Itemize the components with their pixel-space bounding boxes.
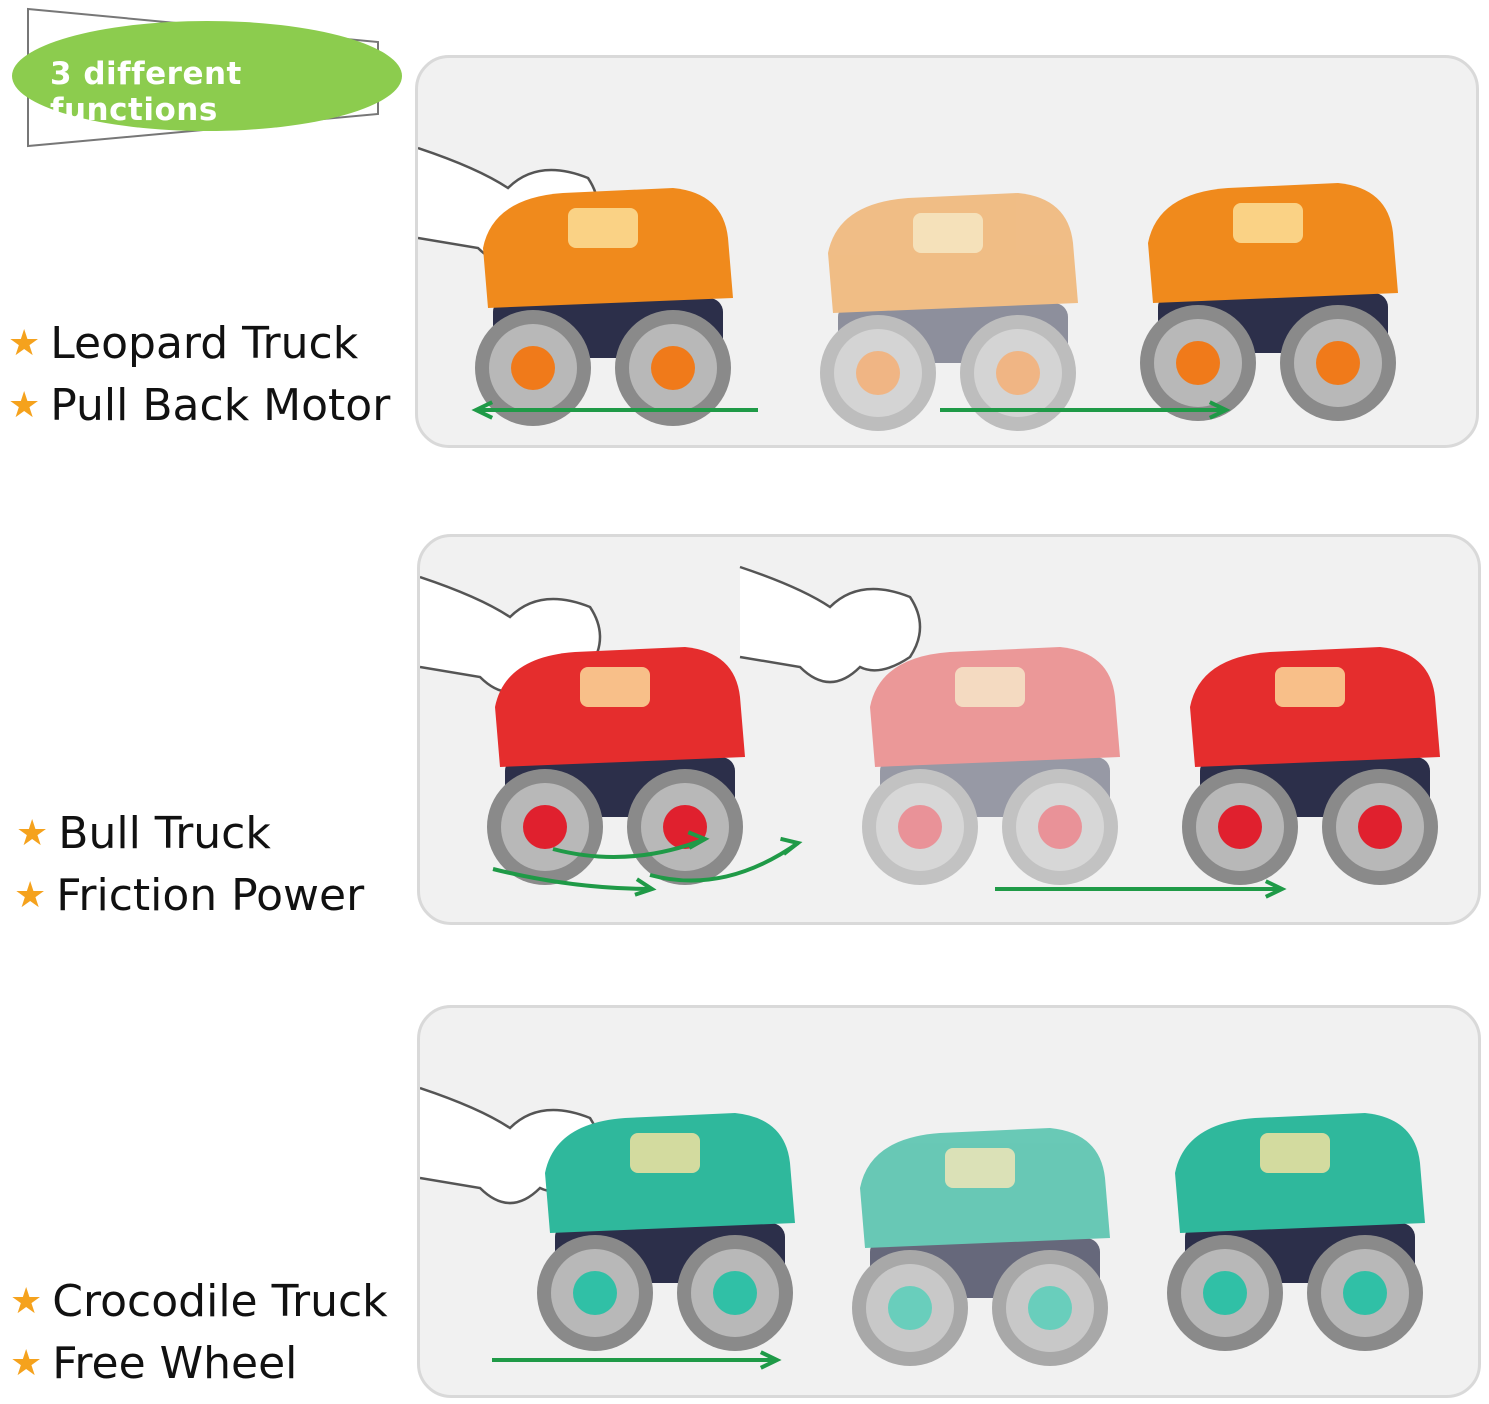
wheel: [475, 310, 591, 426]
leopard-truck-panel: [415, 55, 1479, 448]
truck-image: [852, 1128, 1110, 1366]
bull-truck-panel: [417, 534, 1481, 925]
wheel: [852, 1250, 968, 1366]
panel-illustration: [420, 1086, 1425, 1370]
truck-image: [1167, 1113, 1425, 1351]
wheel: [1280, 305, 1396, 421]
section-3-name: ★Crocodile Truck: [10, 1276, 388, 1327]
motion-arrow: [940, 400, 1231, 420]
star-icon: ★: [8, 385, 41, 426]
wheel: [820, 315, 936, 431]
motion-arrow: [995, 879, 1287, 899]
truck-image: [1182, 647, 1440, 885]
section-2-name: ★Bull Truck: [16, 808, 271, 859]
panel-illustration: [418, 146, 1398, 431]
wheel: [1307, 1235, 1423, 1351]
wheel: [677, 1235, 793, 1351]
panel-illustration: [420, 565, 1440, 899]
badge-shape: [12, 7, 402, 148]
star-icon: ★: [8, 323, 41, 364]
star-icon: ★: [10, 1281, 43, 1322]
motion-arrow: [552, 830, 710, 859]
truck-image: [475, 188, 733, 426]
star-icon: ★: [16, 813, 49, 854]
section-1-name: ★Leopard Truck: [8, 318, 359, 369]
star-icon: ★: [14, 875, 47, 916]
wheel: [1322, 769, 1438, 885]
wheel: [537, 1235, 653, 1351]
wheel: [1002, 769, 1118, 885]
section-1-feature: ★Pull Back Motor: [8, 380, 391, 431]
truck-image: [537, 1113, 795, 1351]
section-2-feature: ★Friction Power: [14, 870, 365, 921]
wheel: [1140, 305, 1256, 421]
star-icon: ★: [10, 1343, 43, 1384]
wheel: [487, 769, 603, 885]
badge-title: 3 different functions: [50, 56, 242, 128]
motion-arrow: [492, 1350, 782, 1370]
truck-image: [820, 193, 1078, 431]
truck-image: [1140, 183, 1398, 421]
truck-image: [862, 647, 1120, 885]
hand-outline: [739, 565, 922, 684]
motion-arrow: [649, 836, 803, 883]
wheel: [627, 769, 743, 885]
wheel: [1182, 769, 1298, 885]
section-3-feature: ★Free Wheel: [10, 1338, 298, 1389]
wheel: [960, 315, 1076, 431]
wheel: [992, 1250, 1108, 1366]
crocodile-truck-panel: [417, 1005, 1481, 1398]
wheel: [1167, 1235, 1283, 1351]
title-badge: 3 different functions: [10, 4, 410, 154]
motion-arrow: [471, 400, 758, 420]
wheel: [615, 310, 731, 426]
wheel: [862, 769, 978, 885]
motion-arrow: [492, 867, 657, 897]
truck-image: [487, 647, 745, 885]
